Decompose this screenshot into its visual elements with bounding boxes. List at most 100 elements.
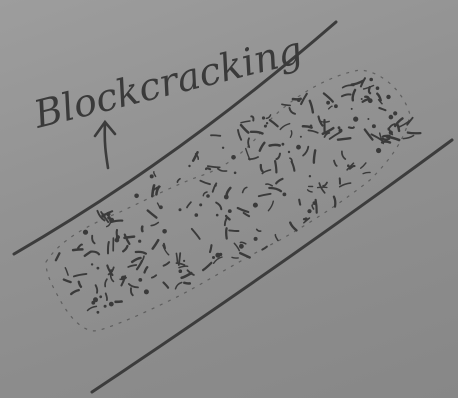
crack-mark [108, 242, 109, 253]
crack-mark [91, 263, 93, 265]
crack-mark [408, 133, 421, 134]
crack-mark [88, 306, 97, 310]
crack-mark [132, 258, 140, 262]
crack-mark [253, 203, 258, 208]
crack-mark [353, 117, 358, 122]
crack-mark [251, 116, 253, 120]
lower-edge-line [92, 140, 452, 392]
crack-mark [372, 124, 376, 128]
crack-mark [150, 174, 154, 178]
crack-mark [270, 145, 280, 146]
crack-mark [91, 301, 95, 305]
crack-mark [110, 269, 113, 272]
crack-mark [303, 147, 308, 156]
crack-mark [248, 138, 249, 147]
crack-mark [177, 179, 180, 182]
crack-mark [300, 136, 302, 138]
crack-mark [65, 268, 68, 275]
crack-mark [85, 252, 91, 256]
crack-mark [231, 155, 236, 160]
crack-mark [361, 98, 363, 100]
crack-mark [138, 240, 141, 243]
crack-mark [131, 288, 133, 295]
crack-mark [123, 246, 127, 251]
crack-mark [369, 78, 373, 82]
crack-mark [326, 101, 330, 105]
crack-mark [266, 184, 272, 186]
crack-mark [176, 253, 177, 262]
crack-mark [275, 161, 276, 172]
crack-mark [145, 267, 148, 272]
crack-mark [136, 252, 146, 254]
crack-mark [227, 188, 231, 196]
crack-mark [216, 214, 219, 217]
crack-mark [342, 94, 351, 96]
crack-mark [293, 99, 301, 100]
crack-mark [73, 249, 82, 250]
crack-mark [225, 218, 227, 225]
crack-mark [389, 131, 393, 135]
crack-mark [232, 257, 238, 258]
crack-mark [239, 244, 244, 249]
crack-mark [307, 209, 311, 213]
arrow-icon [95, 122, 115, 168]
crack-mark [129, 284, 138, 288]
crack-mark [312, 205, 314, 209]
crack-mark [74, 274, 87, 277]
crack-mark [234, 172, 237, 175]
crack-mark [206, 168, 210, 169]
crack-mark [261, 165, 263, 171]
crack-mark [244, 213, 249, 216]
crack-mark [134, 194, 139, 199]
crack-mark [310, 101, 313, 113]
crack-mark [280, 124, 289, 130]
crack-mark [192, 229, 200, 239]
crack-mark [339, 129, 343, 133]
crack-mark [182, 273, 192, 278]
crack-mark [269, 188, 281, 191]
crack-mark [361, 163, 366, 168]
crack-mark [187, 202, 191, 207]
crack-mark [92, 236, 95, 244]
crack-mark [383, 139, 389, 140]
crack-mark [268, 201, 273, 211]
crack-mark [282, 104, 290, 105]
crack-mark [299, 200, 300, 205]
crack-mark [398, 125, 399, 130]
crack-mark [91, 252, 99, 255]
crack-mark [308, 130, 317, 132]
crack-mark [179, 269, 183, 273]
crack-mark [240, 242, 245, 244]
crack-mark [151, 223, 158, 226]
crack-mark [246, 149, 250, 160]
crack-mark [183, 260, 185, 262]
crack-mark [99, 295, 102, 298]
crack-mark [199, 203, 202, 206]
crack-mark [234, 243, 239, 250]
crack-mark [109, 218, 114, 223]
crack-mark [79, 282, 81, 287]
crack-mark [188, 165, 190, 167]
crack-mark [71, 290, 79, 294]
crack-mark [152, 275, 156, 277]
crack-mark [323, 183, 327, 186]
crack-mark [176, 283, 182, 289]
crack-mark [176, 263, 184, 265]
crack-mark [276, 154, 280, 160]
crack-mark [262, 116, 265, 119]
crack-mark [393, 111, 397, 115]
crack-mark [308, 190, 313, 192]
crack-mark [243, 187, 247, 192]
crack-mark [179, 208, 182, 211]
crack-mark [259, 194, 271, 196]
crack-mark [313, 201, 317, 205]
crack-mark [334, 104, 338, 108]
crack-mark [275, 235, 278, 241]
crack-mark [314, 150, 315, 162]
crack-mark [403, 136, 413, 139]
crack-mark [228, 209, 232, 213]
crack-mark [109, 302, 114, 307]
crack-mark [137, 261, 142, 269]
crack-mark [195, 213, 199, 217]
crack-mark [262, 170, 270, 174]
